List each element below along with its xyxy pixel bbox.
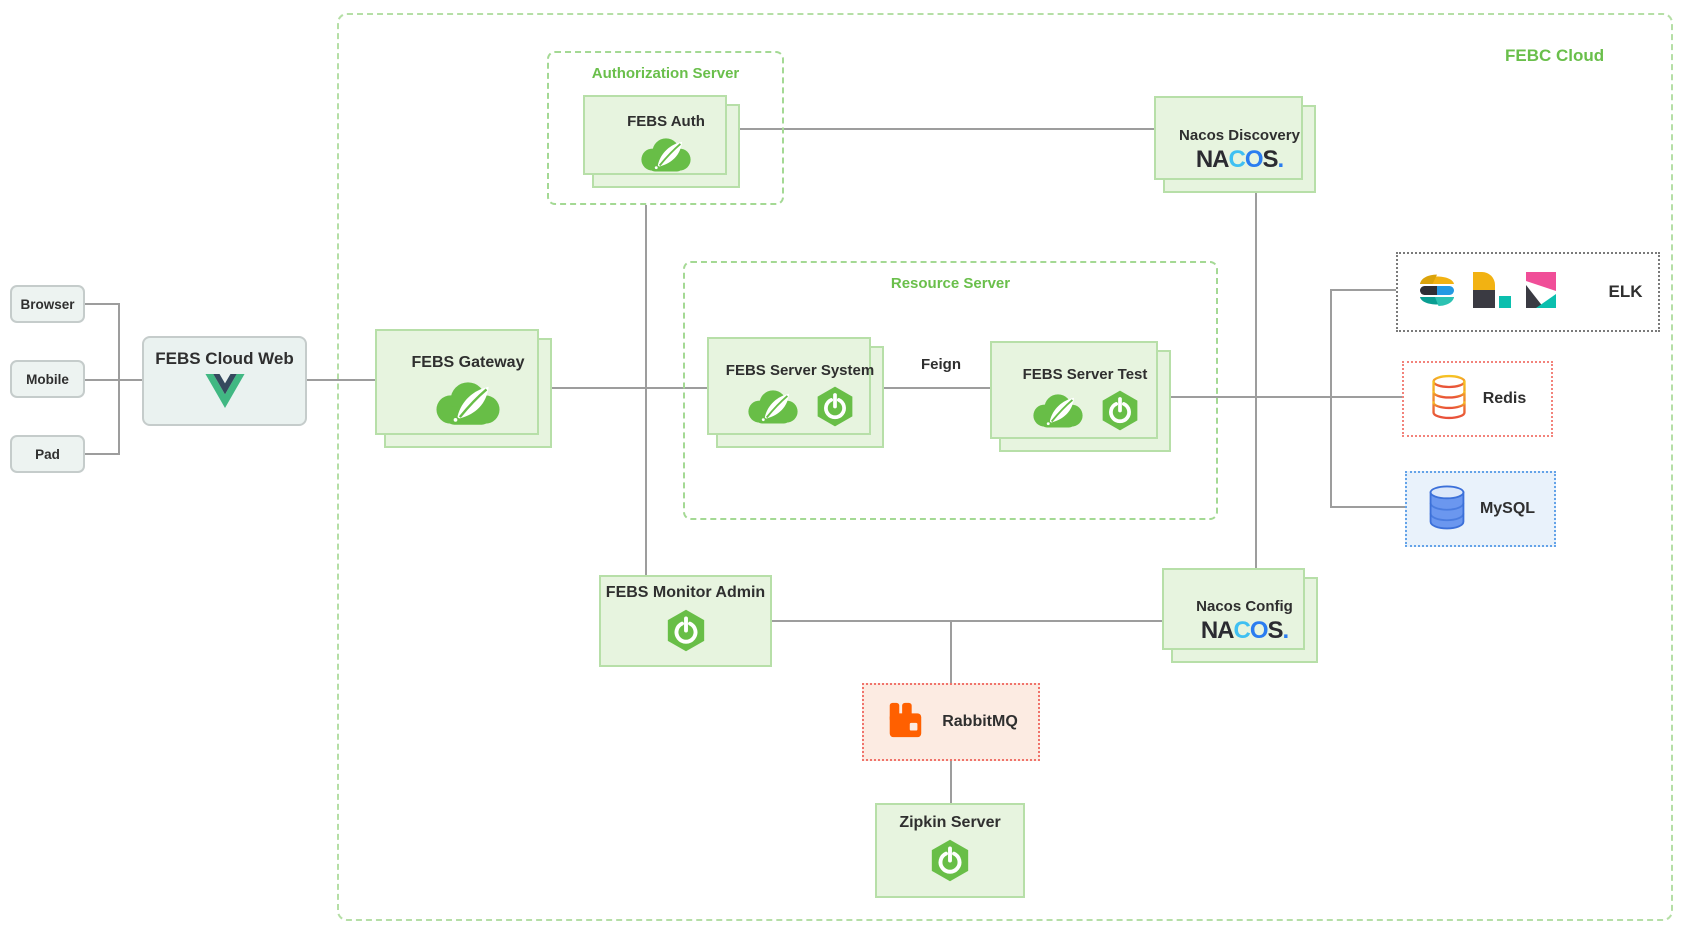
nacos-logo: NACOS. [1195, 145, 1285, 173]
resource-server-group: Resource Server [683, 261, 1218, 520]
mysql-label: MySQL [1479, 500, 1536, 517]
spring-boot-icon [815, 385, 855, 433]
node-febs-gateway: FEBS Gateway [375, 329, 552, 448]
spring-cloud-icon [638, 135, 694, 179]
febc-cloud-boundary [337, 13, 1673, 921]
kibana-icon [1516, 267, 1562, 318]
spring-boot-icon [665, 608, 707, 658]
redis-database-icon [1429, 372, 1469, 427]
connector-gateway-system [552, 387, 719, 389]
connector-test-redis [1171, 396, 1404, 398]
node-browser: Browser [10, 285, 85, 323]
febs-cloud-web-label: FEBS Cloud Web [155, 349, 294, 368]
node-elk: ELK [1396, 252, 1660, 332]
nacos-discovery-label: Nacos Discovery [1179, 126, 1300, 144]
feign-edge-label: Feign [921, 356, 961, 373]
connector-mobile-web [85, 379, 145, 381]
nacos-logo-s: S [1267, 616, 1284, 644]
node-rabbitmq: RabbitMQ [862, 683, 1040, 761]
nacos-logo-na: NA [1200, 616, 1235, 644]
elk-label: ELK [1608, 282, 1643, 301]
connector-datastore-vertical [1330, 289, 1332, 508]
spring-icons-row [1030, 389, 1140, 437]
node-mobile: Mobile [10, 360, 85, 398]
pad-label: Pad [35, 446, 60, 462]
nacos-logo-na: NA [1195, 145, 1230, 173]
spring-boot-icon [929, 838, 971, 888]
connector-elk [1330, 289, 1398, 291]
vue-icon [204, 374, 245, 413]
node-nacos-config: Nacos Config NACOS. [1162, 568, 1318, 663]
mysql-database-icon [1426, 482, 1468, 537]
connector-feign [884, 387, 1002, 389]
febs-auth-label: FEBS Auth [627, 113, 705, 130]
redis-label: Redis [1482, 390, 1527, 407]
spring-cloud-icon [1030, 391, 1086, 435]
authorization-server-group: Authorization Server [547, 51, 784, 205]
connector-discovery-config-vertical [1255, 193, 1257, 579]
nacos-logo-dot: . [1277, 145, 1285, 173]
nacos-logo: NACOS. [1200, 616, 1290, 644]
node-nacos-discovery: Nacos Discovery NACOS. [1154, 96, 1316, 193]
authorization-server-title: Authorization Server [591, 65, 740, 82]
spring-cloud-icon [432, 378, 504, 433]
zipkin-server-label: Zipkin Server [899, 813, 1001, 831]
connector-auth-monitor-vertical [645, 205, 647, 577]
node-febs-monitor-admin: FEBS Monitor Admin [599, 575, 772, 667]
spring-boot-icon [1100, 389, 1140, 437]
connector-web-gateway [307, 379, 387, 381]
spring-cloud-icon [745, 387, 801, 431]
febs-server-test-label: FEBS Server Test [1022, 365, 1148, 383]
spring-icons-row [745, 385, 855, 433]
nacos-logo-c: C [1228, 145, 1245, 173]
connector-browser [85, 303, 119, 305]
nacos-logo-o: O [1249, 616, 1269, 644]
node-pad: Pad [10, 435, 85, 473]
nacos-logo-c: C [1233, 616, 1250, 644]
node-febs-cloud-web: FEBS Cloud Web [142, 336, 307, 426]
node-febs-auth: FEBS Auth [583, 95, 740, 188]
febs-server-system-label: FEBS Server System [725, 361, 875, 379]
node-febs-server-test: FEBS Server Test [990, 341, 1171, 452]
resource-server-title: Resource Server [890, 275, 1011, 292]
node-febs-server-system: FEBS Server System [707, 337, 884, 448]
logstash-icon [1465, 267, 1511, 318]
node-zipkin-server: Zipkin Server [875, 803, 1025, 898]
connector-monitor-config [772, 620, 1167, 622]
browser-label: Browser [20, 296, 75, 312]
connector-pad [85, 453, 119, 455]
nacos-config-label: Nacos Config [1196, 597, 1293, 615]
rabbitmq-label: RabbitMQ [942, 713, 1018, 730]
nacos-logo-dot: . [1282, 616, 1290, 644]
elasticsearch-icon [1414, 267, 1460, 318]
febs-monitor-admin-label: FEBS Monitor Admin [605, 584, 766, 601]
connector-rabbitmq-up [950, 620, 952, 684]
connector-rabbitmq-zipkin [950, 760, 952, 804]
febc-cloud-label: FEBC Cloud [1505, 46, 1605, 65]
node-redis: Redis [1402, 361, 1553, 437]
rabbitmq-icon [884, 699, 926, 746]
febs-gateway-label: FEBS Gateway [411, 353, 525, 371]
connector-auth-discovery [740, 128, 1165, 130]
connector-mysql [1330, 506, 1406, 508]
mobile-label: Mobile [26, 371, 69, 387]
node-mysql: MySQL [1405, 471, 1556, 547]
nacos-logo-o: O [1244, 145, 1264, 173]
nacos-logo-s: S [1262, 145, 1279, 173]
